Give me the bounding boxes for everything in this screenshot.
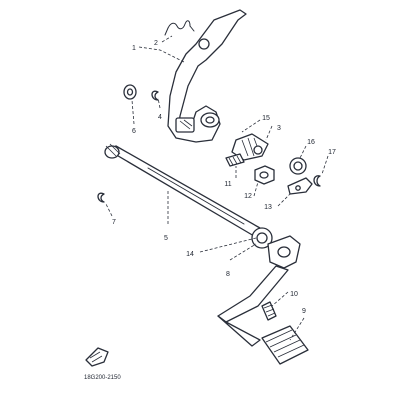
nut-part-12 (254, 165, 275, 185)
callout-10: 10 (290, 291, 298, 298)
bolt-part-11 (225, 153, 245, 167)
callout-17: 17 (328, 149, 336, 156)
callout-11: 11 (224, 181, 231, 188)
callout-6: 6 (132, 128, 136, 135)
callout-1: 1 (132, 45, 136, 52)
callout-13: 13 (264, 204, 272, 211)
bushing-part-6 (123, 84, 137, 100)
callout-5: 5 (164, 235, 168, 242)
shift-arm-part-1 (167, 9, 247, 143)
washer-part-16 (289, 157, 307, 175)
oil-seal-part-14 (251, 227, 273, 249)
front-arrow-icon (85, 347, 109, 367)
callout-16: 16 (307, 139, 315, 146)
callout-14: 14 (186, 251, 194, 258)
shift-pedal-part-9 (217, 265, 289, 347)
leader-lines (105, 35, 329, 341)
shift-shaft-part-5 (104, 143, 261, 237)
callout-2: 2 (154, 40, 158, 47)
stopper-plate-part-13 (287, 177, 313, 195)
callout-15: 15 (262, 115, 270, 122)
callout-9: 9 (302, 308, 306, 315)
callout-12: 12 (244, 193, 252, 200)
pedal-rubber (261, 325, 309, 365)
bolt-part-10 (261, 301, 277, 321)
pedal-clamp-part-8 (267, 235, 301, 269)
figure-code: 18G200-2150 (84, 375, 121, 381)
callout-4: 4 (158, 114, 162, 121)
callout-3: 3 (277, 125, 281, 132)
callout-7: 7 (112, 219, 116, 226)
circlip-part-7 (97, 192, 105, 203)
circlip-part-4 (151, 90, 159, 101)
spring-assembly-part-3 (231, 133, 269, 161)
callout-8: 8 (226, 271, 230, 278)
return-spring-part-2 (164, 20, 195, 36)
e-clip-part-17 (313, 175, 321, 187)
